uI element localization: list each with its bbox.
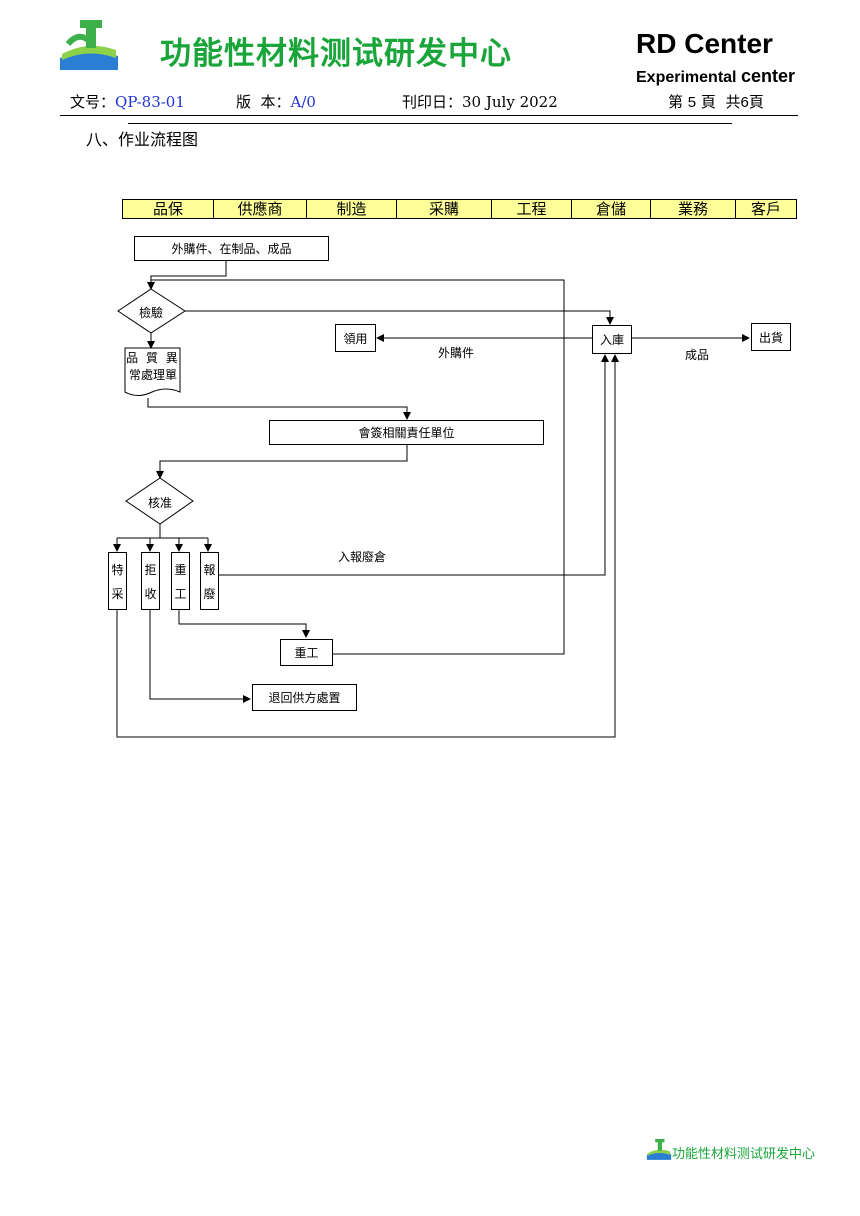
reject-char-2: 收: [144, 586, 157, 601]
claim-box: 領用: [335, 324, 376, 352]
doc-number-value: QP-83-01: [115, 93, 185, 111]
page-indicator: 第 5 頁 共6頁: [668, 91, 764, 112]
version-label: 版 本：: [236, 93, 291, 111]
scrap-char-2: 廢: [203, 586, 216, 601]
brand-logo-icon: [60, 20, 118, 70]
rework-char-2: 工: [174, 586, 187, 601]
rework-vbox: 重 工: [171, 552, 190, 610]
page-current: 5: [687, 94, 697, 111]
rd-center-title: RD Center: [636, 28, 773, 59]
version: 版 本：A/0: [236, 91, 316, 112]
warehouse-in-box: 入庫: [592, 325, 632, 354]
page-total: 6: [740, 94, 749, 111]
rework-box: 重工: [280, 639, 333, 666]
doc-line-1: 品 質 異: [126, 351, 180, 365]
header-rule: [60, 115, 798, 116]
lane-supplier: 供應商: [213, 199, 307, 219]
countersign-box: 會簽相關責任單位: [269, 420, 544, 445]
return-supplier-box: 退回供方處置: [252, 684, 357, 711]
special-purchase-box: 特 采: [108, 552, 127, 610]
lane-engineering: 工程: [491, 199, 572, 219]
footer-text: 功能性材料测试研发中心: [672, 1147, 816, 1162]
lane-qa: 品保: [122, 199, 214, 219]
lane-manufacturing: 制造: [306, 199, 397, 219]
footer-logo-icon: [646, 1138, 672, 1160]
rd-sub-2: center: [740, 66, 795, 86]
print-date-label: 刊印日：: [402, 93, 463, 111]
lane-customer: 客戶: [735, 199, 797, 219]
lane-sales: 業務: [650, 199, 736, 219]
label-finished: 成品: [685, 348, 710, 362]
page-suffix: 頁: [748, 93, 764, 111]
doc-number: 文号：QP-83-01: [70, 91, 185, 112]
rd-sub-1: Experimental: [636, 69, 737, 86]
reject-char-1: 拒: [144, 562, 157, 577]
special-char-2: 采: [111, 586, 124, 601]
swimlane-header: 品保 供應商 制造 采購 工程 倉儲 業務 客戶: [122, 199, 797, 219]
center-title: 功能性材料测试研发中心: [160, 36, 512, 72]
doc-number-label: 文号：: [70, 93, 116, 111]
reject-box: 拒 收: [141, 552, 160, 610]
rd-center-subtitle: Experimental center: [636, 66, 795, 87]
header-rule-2: [128, 123, 732, 124]
rework-char-1: 重: [174, 562, 187, 577]
section-title: 八、作业流程图: [86, 130, 199, 149]
label-outsourced: 外購件: [438, 346, 475, 360]
ship-box: 出貨: [751, 323, 791, 351]
page-prefix: 第: [668, 93, 684, 111]
doc-line-2: 常處理單: [128, 368, 177, 382]
start-box: 外購件、在制品、成品: [134, 236, 329, 261]
version-value: A/0: [290, 93, 316, 111]
quality-exception-doc: 品 質 異 常處理單: [124, 350, 182, 384]
scrap-char-1: 報: [203, 562, 216, 577]
inspect-diamond: 檢驗: [138, 306, 163, 320]
label-scrap-store: 入報廢倉: [338, 550, 387, 564]
lane-purchasing: 采購: [396, 199, 492, 219]
approve-diamond: 核准: [147, 496, 172, 510]
print-date: 刊印日：30 July 2022: [402, 91, 558, 112]
page-mid: 頁 共: [700, 93, 741, 111]
special-char-1: 特: [111, 562, 124, 577]
print-date-value: 30 July 2022: [462, 93, 558, 111]
scrap-box: 報 廢: [200, 552, 219, 610]
lane-warehouse: 倉儲: [571, 199, 651, 219]
